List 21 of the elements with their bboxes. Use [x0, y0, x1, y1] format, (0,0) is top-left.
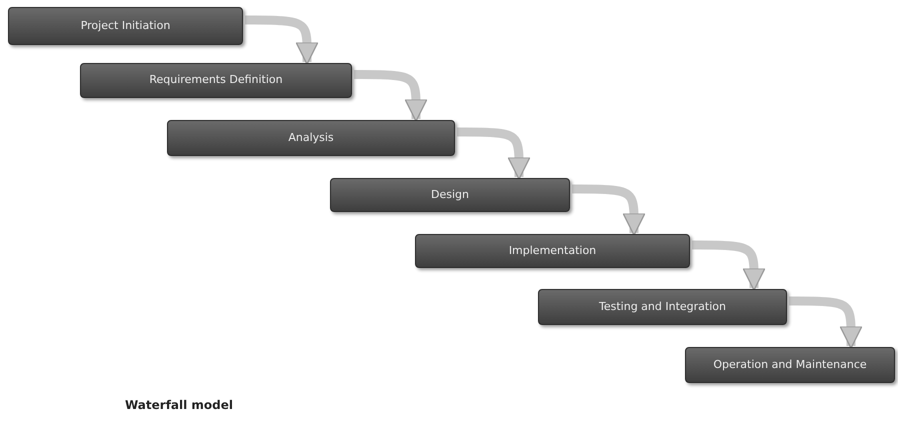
step-label: Implementation: [508, 244, 598, 258]
process-box: [415, 234, 690, 268]
step-label: Operation and Maintenance: [712, 358, 868, 372]
curved-arrow: [245, 16, 318, 65]
curved-arrow: [692, 240, 766, 291]
process-box: [8, 7, 243, 45]
process-box: [538, 289, 787, 325]
curved-arrow: [457, 128, 530, 180]
curved-arrow: [354, 70, 428, 122]
curved-arrow: [572, 184, 646, 236]
process-box: [167, 120, 455, 156]
step-label: Analysis: [287, 132, 335, 144]
process-box: [330, 178, 570, 212]
step-label: Testing and Integration: [598, 300, 727, 314]
process-box: [685, 347, 895, 383]
step-label: Project Initiation: [80, 20, 172, 32]
step-label: Requirements Definition: [148, 74, 284, 87]
caption: Waterfall model: [125, 398, 234, 412]
process-box: [80, 63, 352, 98]
curved-arrow: [789, 296, 862, 349]
step-label: Design: [430, 188, 470, 202]
